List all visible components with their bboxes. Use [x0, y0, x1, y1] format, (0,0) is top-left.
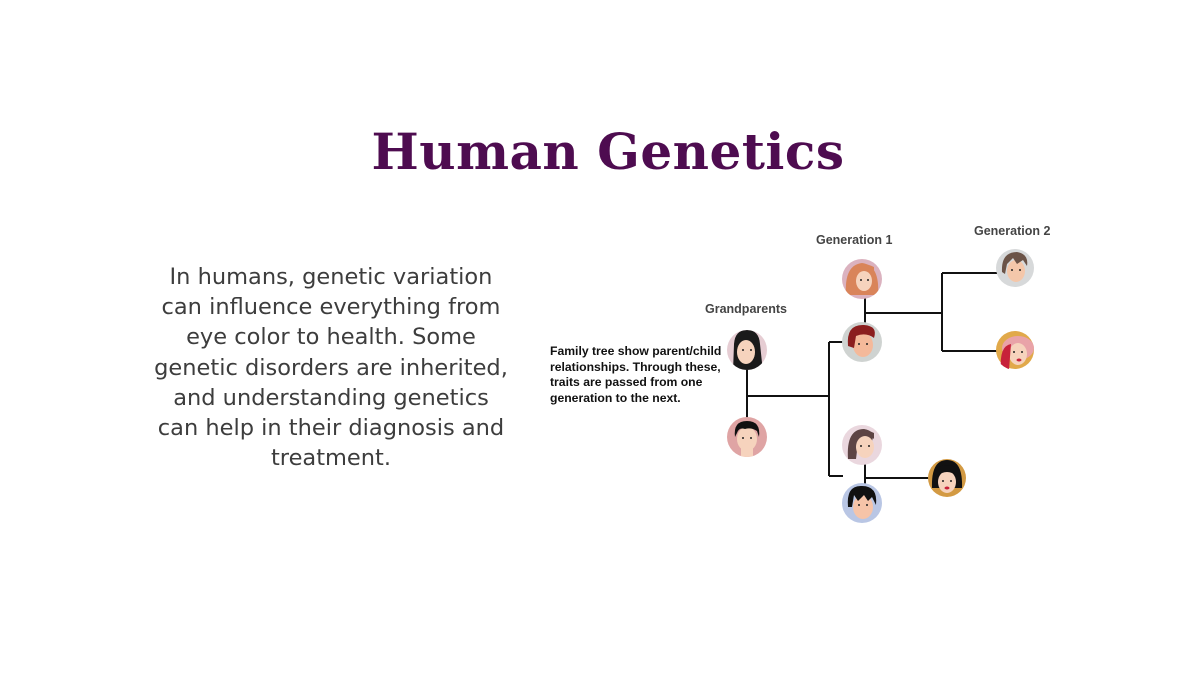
avatar-gen2-girl-b-icon: [928, 459, 966, 497]
avatar-gen1-man-a-icon: [842, 322, 882, 362]
family-tree-caption: Family tree show parent/child relationsh…: [550, 344, 722, 405]
avatar-grandmother-icon: [727, 330, 767, 370]
avatar-grandfather-icon: [727, 417, 767, 457]
avatar-gen1-woman-b-icon: [842, 425, 882, 465]
body-paragraph: In humans, genetic variation can influen…: [154, 264, 508, 472]
avatar-gen2-boy-icon: [996, 249, 1034, 287]
label-grandparents: Grandparents: [705, 302, 787, 316]
label-generation-2: Generation 2: [974, 224, 1051, 238]
avatar-gen2-girl-icon: [996, 331, 1034, 370]
slide-title: Human Genetics: [371, 122, 845, 181]
avatar-eyes: [742, 269, 1023, 506]
tree-connector-lines: [746, 272, 997, 486]
avatar-gen1-woman-a-icon: [842, 259, 882, 299]
label-generation-1: Generation 1: [816, 233, 893, 247]
avatar-gen1-man-b-icon: [842, 483, 882, 523]
